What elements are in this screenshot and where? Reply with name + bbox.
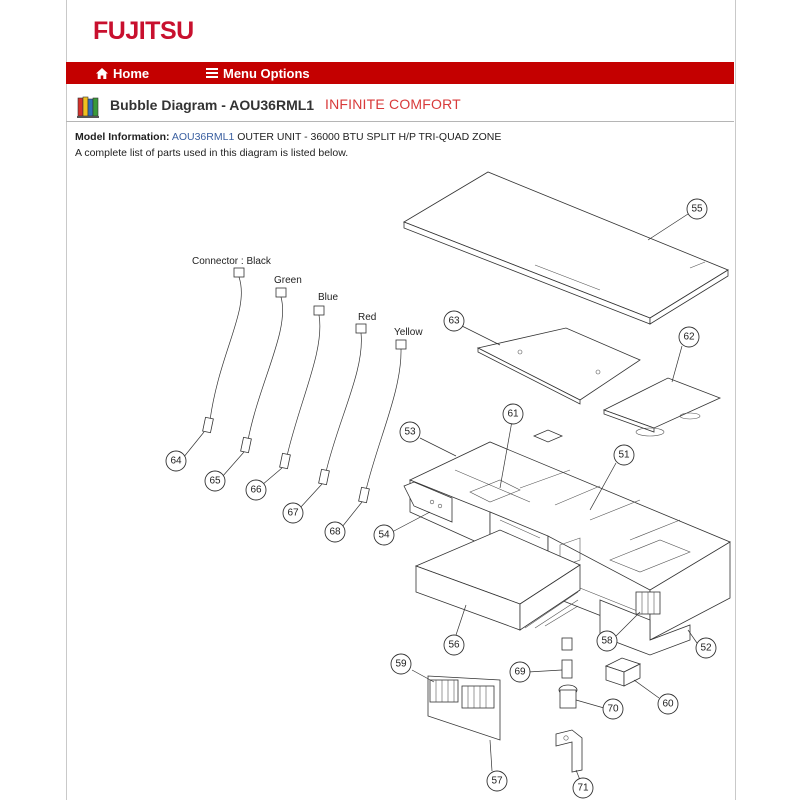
wire-label-black: Connector : Black	[192, 256, 272, 267]
bubble-64[interactable]: 64	[165, 450, 187, 472]
bubble-52-label: 52	[700, 643, 712, 654]
wire-label-blue: Blue	[318, 292, 338, 303]
part-55-top-panel	[403, 171, 729, 325]
bubble-69[interactable]: 69	[509, 661, 531, 683]
bubble-59-label: 59	[395, 659, 407, 670]
bubble-63[interactable]: 63	[443, 310, 465, 332]
logo-text: FUJITSU	[93, 17, 194, 45]
part-63-control-board	[476, 327, 641, 405]
wire-label-green: Green	[274, 275, 302, 286]
part-71-bracket	[555, 729, 583, 773]
bubble-52[interactable]: 52	[695, 637, 717, 659]
bubble-66-label: 66	[250, 485, 262, 496]
bubble-65[interactable]: 65	[204, 470, 226, 492]
bubble-65-label: 65	[209, 476, 221, 487]
home-icon	[96, 67, 108, 79]
bubble-58[interactable]: 58	[596, 630, 618, 652]
bubble-61[interactable]: 61	[502, 403, 524, 425]
bubble-51-label: 51	[618, 450, 630, 461]
bubble-53[interactable]: 53	[399, 421, 421, 443]
bubble-61-label: 61	[507, 409, 519, 420]
bubble-58-label: 58	[601, 636, 613, 647]
part-70-fuse-holder	[558, 684, 578, 709]
wire-label-yellow: Yellow	[394, 327, 423, 338]
bubble-60[interactable]: 60	[657, 693, 679, 715]
part-69-fuse	[561, 637, 573, 679]
fujitsu-logo[interactable]: FUJITSU	[93, 12, 194, 46]
bubble-71[interactable]: 71	[572, 777, 594, 799]
nav-home-link[interactable]: Home	[96, 66, 149, 81]
bubble-57-label: 57	[491, 776, 503, 787]
model-number-link[interactable]: AOU36RML1	[171, 131, 235, 143]
bubble-55[interactable]: 55	[686, 198, 708, 220]
menu-icon	[206, 68, 218, 78]
nav-menu-label: Menu Options	[223, 65, 310, 81]
part-60-relay	[604, 657, 642, 687]
bubble-56-label: 56	[448, 640, 460, 651]
model-info-label: Model Information:	[75, 131, 170, 143]
bubble-56[interactable]: 56	[443, 634, 465, 656]
bubble-62[interactable]: 62	[678, 326, 700, 348]
part-56-base-pan	[414, 529, 581, 631]
wire-label-red: Red	[358, 312, 376, 323]
part-59-terminal-strip	[427, 675, 501, 741]
part-62-sub-board	[602, 377, 722, 437]
bubble-59[interactable]: 59	[390, 653, 412, 675]
model-description: OUTER UNIT - 36000 BTU SPLIT H/P TRI-QUA…	[237, 131, 502, 143]
page-title-accent: INFINITE COMFORT	[325, 96, 461, 112]
bubble-51[interactable]: 51	[613, 444, 635, 466]
bubble-53-label: 53	[404, 427, 416, 438]
book-stack-icon	[77, 96, 99, 118]
bubble-57[interactable]: 57	[486, 770, 508, 792]
bubble-64-label: 64	[170, 456, 182, 467]
page-title-row: Bubble Diagram - AOU36RML1 INFINITE COMF…	[66, 91, 734, 122]
bubble-70-label: 70	[607, 704, 619, 715]
bubble-68-label: 68	[329, 527, 341, 538]
bubble-66[interactable]: 66	[245, 479, 267, 501]
bubble-67[interactable]: 67	[282, 502, 304, 524]
bubble-62-label: 62	[683, 332, 695, 343]
bubble-71-label: 71	[577, 783, 589, 794]
nav-home-label: Home	[113, 65, 150, 81]
nav-menu-options[interactable]: Menu Options	[206, 66, 310, 81]
model-information: Model Information: AOU36RML1 OUTER UNIT …	[75, 131, 501, 143]
parts-list-note: A complete list of parts used in this di…	[75, 147, 349, 159]
leader-lines	[182, 213, 698, 781]
page-title: Bubble Diagram - AOU36RML1	[110, 97, 315, 113]
main-navbar: Home Menu Options	[66, 62, 734, 84]
bubble-60-label: 60	[662, 699, 674, 710]
bubble-63-label: 63	[448, 316, 460, 327]
part-58-terminal-block	[635, 591, 661, 615]
bubble-54[interactable]: 54	[373, 524, 395, 546]
bubble-54-label: 54	[378, 530, 390, 541]
part-54-bracket	[403, 481, 453, 523]
wire-harnesses	[202, 267, 407, 504]
bubble-67-label: 67	[287, 508, 299, 519]
bubble-70[interactable]: 70	[602, 698, 624, 720]
bubble-69-label: 69	[514, 667, 526, 678]
bubble-55-label: 55	[691, 204, 703, 215]
part-small-clip	[532, 429, 564, 443]
bubble-68[interactable]: 68	[324, 521, 346, 543]
